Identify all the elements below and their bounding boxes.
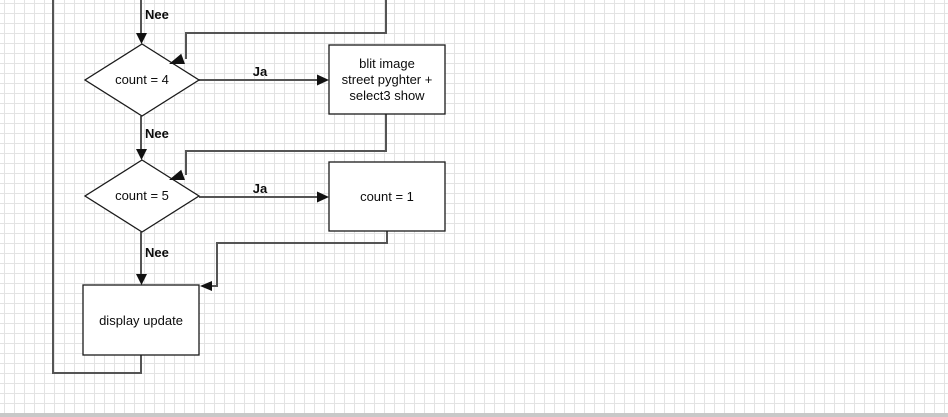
node-blit-label-line2: street pyghter + <box>342 72 433 87</box>
arrowhead-down-into-display <box>136 274 147 285</box>
connector-display-loop-back[interactable] <box>52 0 142 374</box>
edge-label-nee-count4: Nee <box>145 126 169 141</box>
arrowhead-loop-into-count5 <box>169 169 185 181</box>
node-count4-label: count = 4 <box>115 72 169 87</box>
process-box-display-update[interactable] <box>82 284 200 356</box>
node-count4[interactable]: count = 4 <box>83 43 201 117</box>
node-blit-label-line1: blit image <box>359 56 415 71</box>
arrowhead-left-into-display <box>200 281 212 291</box>
node-count5-label: count = 5 <box>115 188 169 203</box>
arrowhead-loop-into-count4 <box>169 53 185 65</box>
arrowhead-down-into-count4 <box>136 33 147 44</box>
connector-blit-to-count5[interactable] <box>185 114 387 175</box>
node-blit-image[interactable]: blit image street pyghter + select3 show <box>328 44 446 115</box>
horizontal-scrollbar-track[interactable] <box>0 413 948 417</box>
decision-diamond-count5[interactable] <box>83 159 201 233</box>
node-count1[interactable]: count = 1 <box>328 161 446 232</box>
arrowhead-right-into-blit <box>317 74 329 86</box>
edge-label-ja-count4: Ja <box>253 64 268 79</box>
edge-label-ja-count5: Ja <box>253 181 268 196</box>
connector-loop-into-count4[interactable] <box>185 0 387 59</box>
process-box-blit-image[interactable] <box>328 44 446 115</box>
edge-label-nee-count5: Nee <box>145 245 169 260</box>
process-box-count1[interactable] <box>328 161 446 232</box>
node-count5[interactable]: count = 5 <box>83 159 201 233</box>
node-count1-label: count = 1 <box>360 189 414 204</box>
node-display-update[interactable]: display update <box>82 284 200 356</box>
connector-count1-to-display[interactable] <box>212 231 388 287</box>
arrowhead-down-into-count5 <box>136 149 147 160</box>
arrowhead-right-into-count1 <box>317 191 329 203</box>
edge-label-nee-top: Nee <box>145 7 169 22</box>
decision-diamond-count4[interactable] <box>83 43 201 117</box>
node-display-update-label: display update <box>99 313 183 328</box>
node-blit-label-line3: select3 show <box>349 88 425 103</box>
